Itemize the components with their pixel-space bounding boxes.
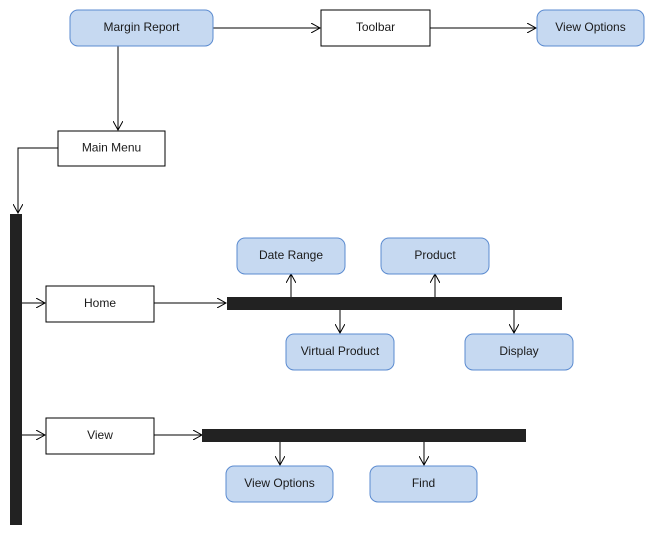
node-main-menu[interactable]: Main Menu [57,130,166,167]
node-home[interactable]: Home [45,285,155,323]
node-margin-report-label: Margin Report [103,20,180,34]
node-home-label: Home [84,296,116,310]
node-toolbar-label: Toolbar [356,20,395,34]
node-toolbar[interactable]: Toolbar [320,9,431,47]
node-date-range[interactable]: Date Range [236,237,346,275]
node-product-label: Product [414,248,456,262]
home-fork-bar [227,297,562,310]
node-view-options-top-label: View Options [555,20,625,34]
node-display[interactable]: Display [464,333,574,371]
edge-main-menu-to-fork [18,147,58,213]
node-date-range-label: Date Range [259,248,323,262]
node-view-options-bottom-label: View Options [244,476,314,490]
main-fork-bar [10,214,22,525]
node-find[interactable]: Find [369,465,478,503]
node-display-label: Display [499,344,538,358]
node-margin-report[interactable]: Margin Report [69,9,214,47]
node-view-options-top[interactable]: View Options [536,9,645,47]
node-find-label: Find [412,476,435,490]
connectors [18,28,536,465]
view-fork-bar [202,429,526,442]
node-main-menu-label: Main Menu [82,141,141,155]
node-product[interactable]: Product [380,237,490,275]
node-view-label: View [87,428,113,442]
node-view-options-bottom[interactable]: View Options [225,465,334,503]
node-virtual-product-label: Virtual Product [301,344,380,358]
node-view[interactable]: View [45,417,155,455]
node-virtual-product[interactable]: Virtual Product [285,333,395,371]
